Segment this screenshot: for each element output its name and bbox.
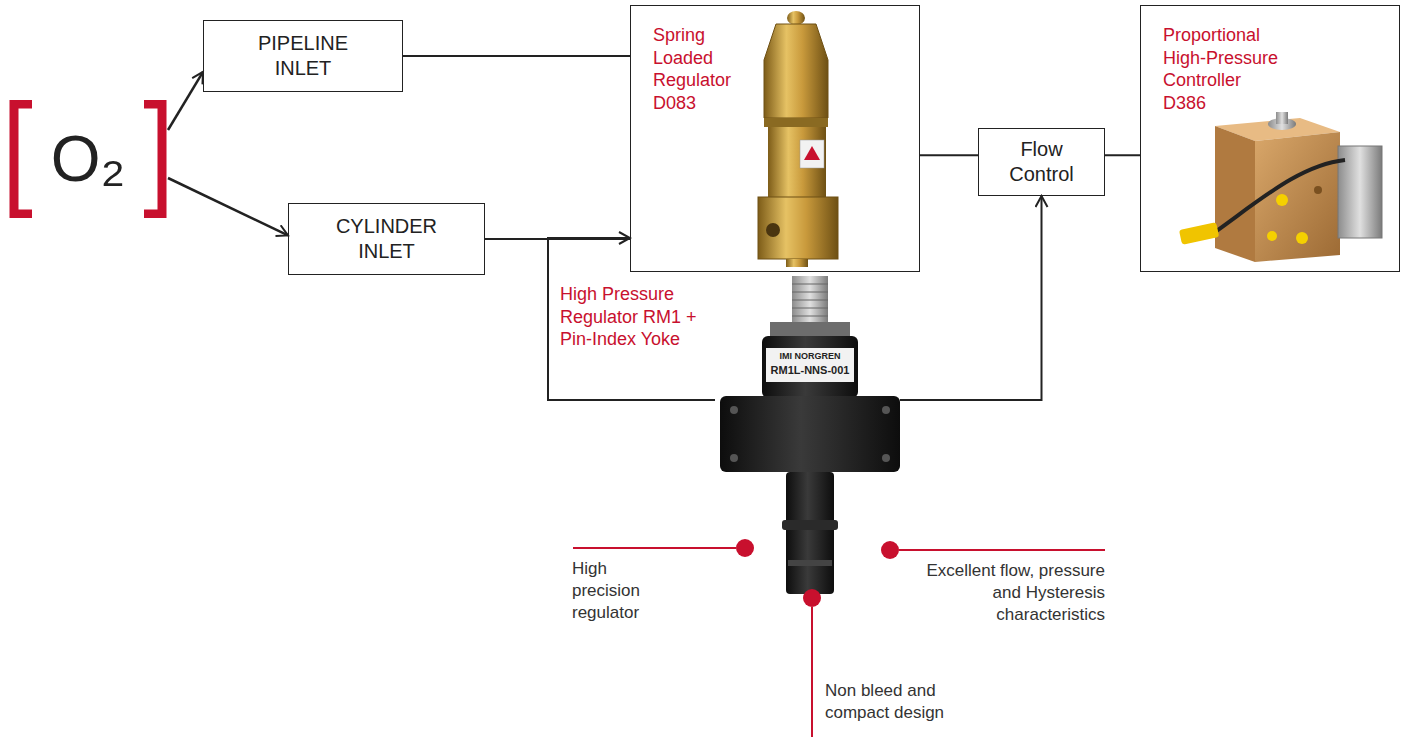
part-marking: IMI NORGREN: [768, 351, 852, 363]
regulator-d083-picture: [758, 11, 838, 267]
connector: [403, 55, 630, 57]
controller-box: Proportional High-Pressure Controller D3…: [1140, 5, 1400, 272]
label-holder: Non bleed and compact design: [825, 680, 995, 724]
label-holder: Excellent flow, pressure and Hysteresis …: [915, 560, 1105, 626]
regulator-part-node: High Pressure Regulator RM1 + Pin-Index …: [715, 275, 900, 600]
bracket-stroke: [144, 104, 162, 214]
part-marking: RM1L-NNS-001: [768, 363, 852, 377]
feature-callout: High precision regulator: [572, 558, 668, 624]
label-holder: High precision regulator: [572, 558, 668, 624]
inlet-box: CYLINDER INLET: [288, 203, 485, 275]
node-label: PIPELINE INLET: [243, 31, 363, 81]
callout-leaders: [573, 539, 1105, 737]
node-label: Flow Control: [1002, 137, 1082, 187]
regulator-box: Spring Loaded Regulator D083: [630, 5, 920, 272]
node-label: Proportional High-Pressure Controller D3…: [1163, 24, 1287, 114]
inlet-box: PIPELINE INLET: [203, 20, 403, 92]
bracket-stroke: [14, 104, 32, 214]
o2-bracket-node: O₂: [8, 100, 168, 218]
regulator-rm1-picture: [720, 276, 900, 594]
chemical-formula: O₂: [51, 127, 126, 191]
process-box: Flow Control: [978, 128, 1105, 196]
connector: [920, 154, 978, 156]
node-label: High Pressure Regulator RM1 + Pin-Index …: [560, 283, 710, 351]
connector: [548, 238, 715, 400]
connector: [1105, 154, 1140, 156]
feature-callout: Excellent flow, pressure and Hysteresis …: [915, 560, 1105, 626]
label-holder: IMI NORGREN: [768, 351, 852, 363]
node-label: Spring Loaded Regulator D083: [653, 24, 757, 114]
feature-callout: Non bleed and compact design: [825, 680, 995, 724]
connector: [168, 178, 288, 235]
controller-d386-picture: [1179, 112, 1382, 262]
node-label: CYLINDER INLET: [327, 214, 447, 264]
connector: [900, 196, 1042, 400]
label-holder: RM1L-NNS-001: [768, 363, 852, 377]
connector: [168, 72, 203, 130]
